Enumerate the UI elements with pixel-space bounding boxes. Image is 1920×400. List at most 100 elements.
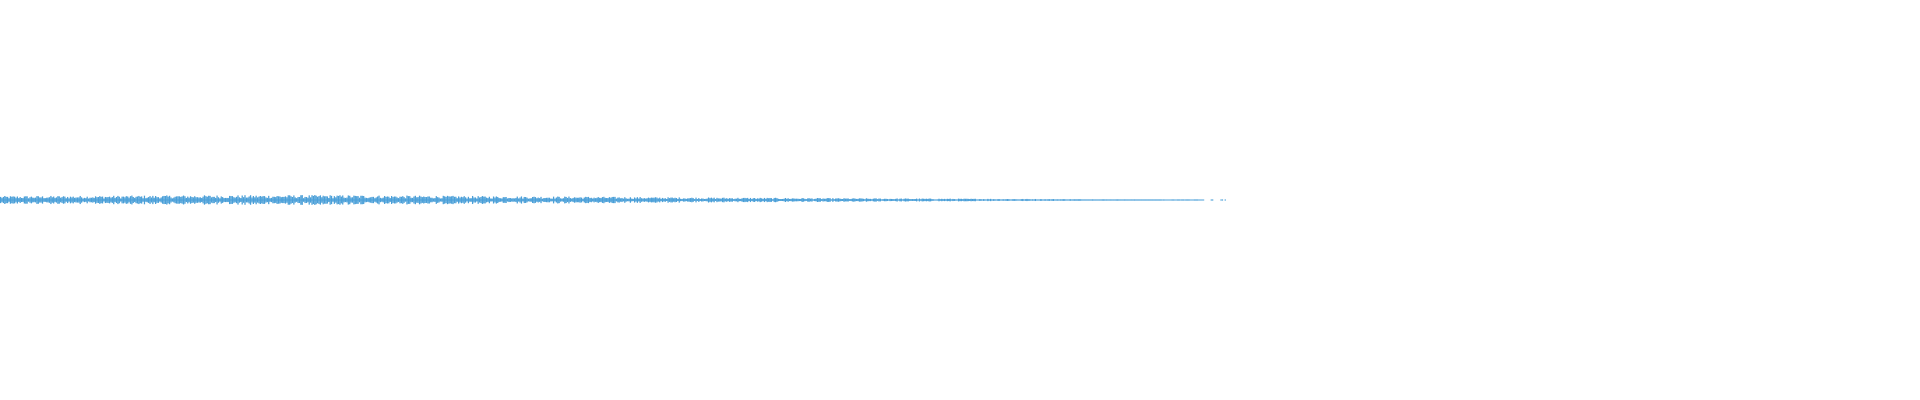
waveform-bar xyxy=(173,197,175,203)
waveform-bar xyxy=(661,197,664,203)
waveform-bar xyxy=(142,198,144,202)
waveform-bar xyxy=(416,197,418,203)
waveform-bar xyxy=(552,196,555,204)
waveform-bar xyxy=(483,196,485,204)
waveform-bar xyxy=(1156,199,1158,201)
waveform-bar xyxy=(110,197,112,203)
waveform-bar xyxy=(122,196,125,204)
waveform-bar xyxy=(198,197,200,203)
waveform-bar xyxy=(384,196,386,204)
waveform-bar xyxy=(998,198,1000,202)
waveform-bar xyxy=(748,198,750,202)
waveform-bar xyxy=(258,196,260,204)
waveform-bar xyxy=(184,196,186,204)
waveform-bar xyxy=(850,198,852,202)
waveform-bar xyxy=(619,198,622,202)
waveform-bar xyxy=(333,196,335,204)
waveform-bar xyxy=(39,197,41,203)
waveform-bar xyxy=(805,199,807,201)
waveform-bar xyxy=(43,198,45,202)
waveform-bar xyxy=(168,195,171,205)
waveform-bar xyxy=(1031,199,1034,201)
waveform-bar xyxy=(273,196,275,204)
waveform-bar xyxy=(1055,199,1057,201)
waveform-bar xyxy=(670,197,672,203)
waveform-bar xyxy=(700,198,703,202)
waveform-bar xyxy=(291,196,294,204)
waveform-bar xyxy=(1121,199,1123,201)
waveform-bar xyxy=(519,197,521,203)
waveform-bar xyxy=(597,197,599,203)
waveform-bar xyxy=(668,198,671,202)
waveform-bar xyxy=(143,195,146,205)
waveform-bar xyxy=(936,199,939,201)
waveform-bar xyxy=(649,198,651,202)
waveform-bar xyxy=(484,196,486,204)
waveform-bar xyxy=(738,198,740,202)
waveform-bar xyxy=(113,195,115,205)
waveform-bar xyxy=(349,195,351,205)
waveform-bar xyxy=(934,199,936,201)
waveform-bar xyxy=(1010,199,1013,201)
waveform-bar xyxy=(252,195,254,205)
waveform-bar xyxy=(710,197,713,203)
waveform-bar xyxy=(33,197,35,203)
waveform-bar xyxy=(781,198,784,202)
waveform-bar xyxy=(548,197,551,203)
waveform-bar xyxy=(124,197,126,203)
waveform-bar xyxy=(673,198,675,202)
waveform-bar xyxy=(410,197,412,203)
waveform-bar xyxy=(705,198,707,202)
waveform-bar xyxy=(920,199,922,201)
waveform-bar xyxy=(506,198,509,202)
waveform-bar xyxy=(759,197,761,203)
waveform-bar xyxy=(13,196,16,204)
waveform-bar xyxy=(946,198,948,202)
waveform-bar xyxy=(255,195,257,205)
waveform-bar xyxy=(578,197,580,203)
waveform-bar xyxy=(423,196,425,204)
waveform-bar xyxy=(914,199,916,201)
waveform-bar xyxy=(692,198,694,202)
waveform-bar xyxy=(414,195,416,205)
waveform-bar xyxy=(728,198,731,202)
waveform-bar xyxy=(636,197,638,203)
waveform-bar xyxy=(731,198,733,202)
waveform-bar xyxy=(952,198,954,202)
waveform-bar xyxy=(776,198,778,202)
waveform-bar xyxy=(344,197,347,203)
waveform-bar xyxy=(559,198,562,202)
waveform-bar xyxy=(688,198,690,202)
waveform-bar xyxy=(754,198,756,203)
waveform-bar xyxy=(999,199,1002,201)
waveform-bar xyxy=(864,199,866,201)
waveform-bar xyxy=(189,196,192,204)
waveform-bar xyxy=(314,195,316,205)
waveform-bar xyxy=(628,198,630,202)
waveform-bar xyxy=(1059,199,1062,201)
waveform-bar xyxy=(23,196,25,204)
waveform-bar xyxy=(294,197,296,203)
waveform-bar xyxy=(678,197,680,203)
waveform-bar xyxy=(131,195,133,205)
waveform-bar xyxy=(607,197,609,203)
waveform-bar xyxy=(427,196,429,204)
waveform-bar xyxy=(527,198,530,202)
waveform-bar xyxy=(231,196,234,204)
waveform-bar xyxy=(988,199,990,201)
waveform-bar xyxy=(1068,199,1070,201)
waveform-bar xyxy=(1054,199,1056,201)
waveform-bar xyxy=(604,197,606,203)
waveform-bar xyxy=(632,198,634,202)
waveform-bar xyxy=(298,196,301,204)
waveform-bar xyxy=(599,197,601,203)
waveform-bar xyxy=(909,199,911,201)
waveform-bar xyxy=(62,196,65,204)
waveform-bar xyxy=(1182,199,1184,201)
waveform-bar xyxy=(667,197,669,203)
waveform-bar xyxy=(699,199,701,201)
waveform-bar xyxy=(495,196,497,204)
waveform-bar xyxy=(455,196,457,204)
